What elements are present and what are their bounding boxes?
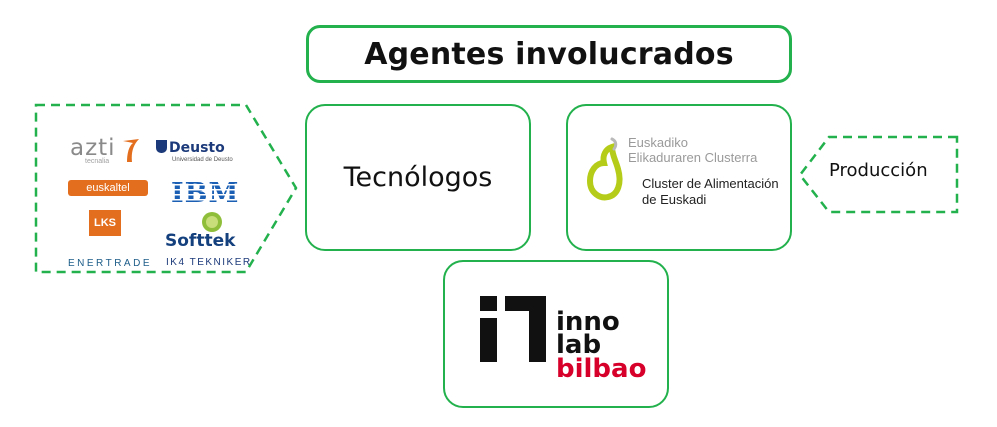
produccion-label: Producción bbox=[829, 160, 928, 181]
deusto-subtitle: Universidad de Deusto bbox=[172, 157, 233, 163]
innolab-word-inno: inno bbox=[556, 307, 620, 337]
cluster-node bbox=[566, 104, 792, 251]
azti-subtitle: tecnalia bbox=[85, 158, 110, 165]
innolab-word-bilbao: bilbao bbox=[556, 354, 647, 384]
title-box: Agentes involucrados bbox=[306, 25, 792, 83]
azti-mark-icon bbox=[123, 139, 139, 162]
tecnologos-node: Tecnólogos bbox=[305, 104, 531, 251]
cluster-text-line3: Cluster de Alimentación bbox=[642, 176, 779, 191]
lks-logo: LKS bbox=[89, 210, 121, 236]
deusto-logo: Deusto bbox=[156, 140, 225, 156]
enertrade-logo: ENERTRADE bbox=[68, 258, 152, 269]
deusto-name: Deusto bbox=[169, 140, 225, 156]
cluster-text-line1: Euskadiko bbox=[628, 135, 688, 150]
tecnologos-label: Tecnólogos bbox=[343, 162, 493, 193]
ibm-stripes-icon bbox=[170, 184, 236, 201]
produccion-dashed-group bbox=[798, 135, 959, 214]
cluster-text-line4: de Euskadi bbox=[642, 192, 707, 207]
tekniker-logo: IK4 TEKNIKER bbox=[166, 257, 252, 268]
azti-logo: azti bbox=[70, 135, 116, 161]
deusto-shield-icon bbox=[156, 140, 167, 153]
softtek-mark-icon bbox=[202, 212, 222, 232]
softtek-logo: Softtek bbox=[165, 231, 236, 251]
cluster-logo-icon bbox=[586, 137, 623, 201]
innolab-logo-icon bbox=[480, 296, 546, 362]
diagram-title: Agentes involucrados bbox=[364, 36, 734, 72]
cluster-text-line2: Elikaduraren Clusterra bbox=[628, 150, 758, 165]
euskaltel-logo: euskaltel bbox=[68, 180, 148, 196]
ibm-logo: IBM bbox=[171, 178, 240, 209]
innolab-word-lab: lab bbox=[556, 330, 602, 360]
